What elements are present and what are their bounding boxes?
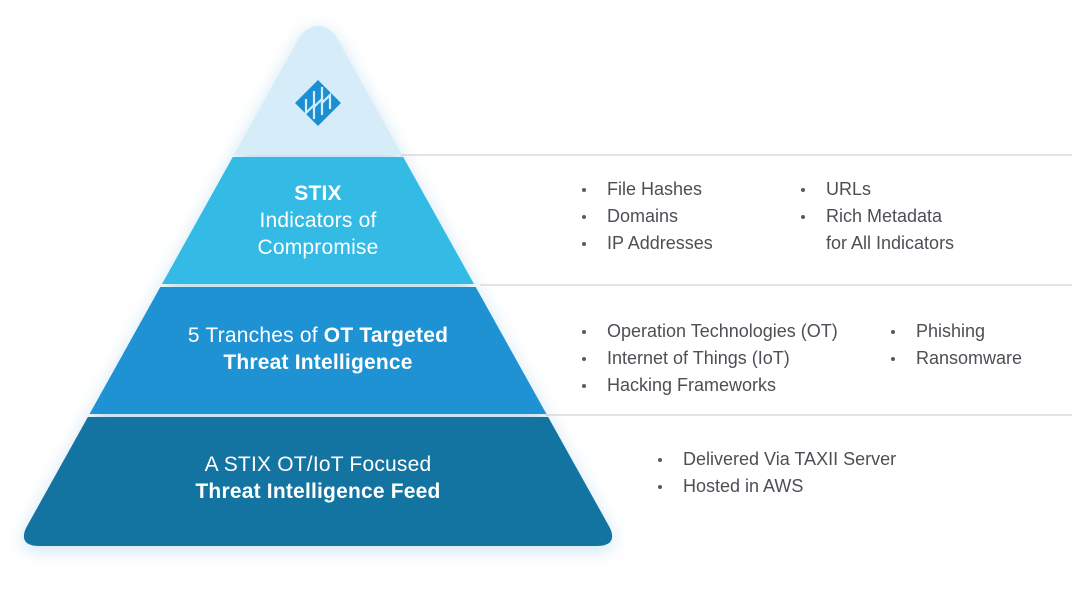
- tier-4-feed: [23, 417, 613, 546]
- list-item: Rich Metadata: [799, 203, 954, 230]
- list-item: File Hashes: [580, 176, 713, 203]
- tranches-details-col2: Phishing Ransomware: [889, 318, 1022, 372]
- divider-line-3: [545, 414, 1072, 416]
- divider-line-1: [400, 154, 1072, 156]
- tranches-details: Operation Technologies (OT) Internet of …: [580, 318, 1070, 403]
- tier-tranches-line2: Threat Intelligence: [223, 351, 413, 374]
- tranches-details-col1: Operation Technologies (OT) Internet of …: [580, 318, 838, 399]
- divider-line-2: [480, 284, 1072, 286]
- list-item: Hosted in AWS: [656, 473, 896, 500]
- list-item: Domains: [580, 203, 713, 230]
- diamond-logo-icon: [295, 80, 341, 126]
- tier-1-apex: [23, 26, 613, 155]
- tier-stix-title: STIX: [294, 182, 342, 205]
- tier-stix-line2: Indicators of: [259, 209, 377, 232]
- tier-stix-label: STIX Indicators of Compromise: [168, 180, 468, 261]
- tier-tranches-label: 5 Tranches of OT Targeted Threat Intelli…: [118, 322, 518, 376]
- tier-tranches-line1-regular: 5 Tranches of: [187, 324, 324, 347]
- tier-feed-line1: A STIX OT/IoT Focused: [204, 453, 432, 476]
- list-item-continuation: for All Indicators: [826, 233, 955, 253]
- list-item: Operation Technologies (OT): [580, 318, 838, 345]
- feed-details: Delivered Via TAXII Server Hosted in AWS: [656, 446, 1056, 506]
- list-item: URLs: [799, 176, 954, 203]
- list-item: IP Addresses: [580, 230, 713, 257]
- stix-details-col2: URLs Rich Metadata for All Indicators: [799, 176, 954, 257]
- list-item: Delivered Via TAXII Server: [656, 446, 896, 473]
- stix-details-col1: File Hashes Domains IP Addresses: [580, 176, 713, 257]
- list-item: Phishing: [889, 318, 1022, 345]
- list-item: Hacking Frameworks: [580, 372, 838, 399]
- feed-details-col1: Delivered Via TAXII Server Hosted in AWS: [656, 446, 896, 500]
- list-item: Ransomware: [889, 345, 1022, 372]
- list-item: Internet of Things (IoT): [580, 345, 838, 372]
- tier-tranches-line1-bold: OT Targeted: [323, 324, 449, 347]
- tier-stix-line3: Compromise: [257, 236, 379, 259]
- tier-feed-label: A STIX OT/IoT Focused Threat Intelligenc…: [68, 451, 568, 505]
- tier-feed-line2: Threat Intelligence Feed: [195, 480, 441, 503]
- stix-details: File Hashes Domains IP Addresses URLs Ri…: [580, 176, 1060, 261]
